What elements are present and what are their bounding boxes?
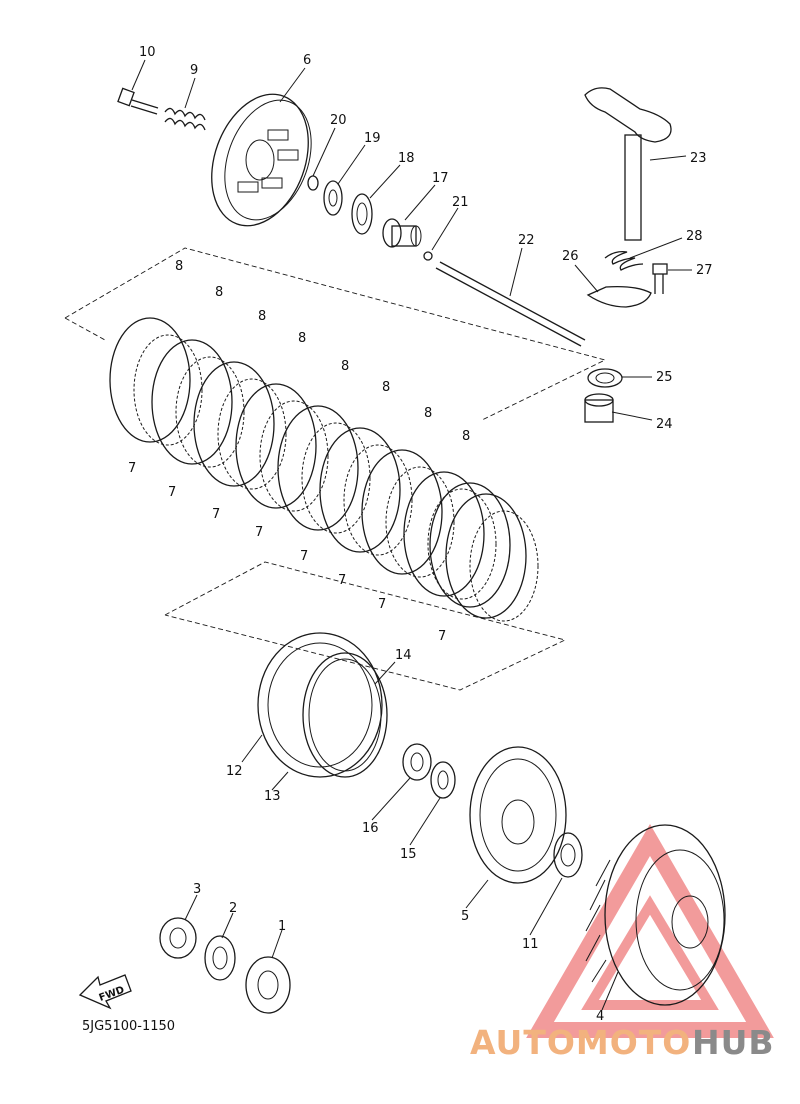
label-8-5: 8 (341, 359, 349, 374)
push-rod-22 (435, 261, 586, 347)
friction-plate-8 (403, 471, 485, 597)
label-7-4: 7 (255, 525, 263, 540)
plate-12-13 (257, 632, 383, 778)
label-27: 27 (696, 263, 713, 278)
fwd-label: FWD (98, 985, 126, 1004)
nut-16 (402, 743, 432, 781)
label-7-3: 7 (212, 507, 220, 522)
bolt-27 (652, 263, 668, 294)
watermark-text-b: HUB (692, 1023, 775, 1062)
friction-plate-6 (319, 427, 401, 553)
steel-plate-3 (217, 378, 287, 490)
ball-21 (423, 251, 433, 261)
circlip-20 (307, 175, 319, 191)
label-8-1: 8 (175, 259, 183, 274)
steel-plate-1 (133, 334, 203, 446)
thrust-washer-11 (553, 832, 583, 878)
label-12: 12 (226, 764, 243, 779)
label-15: 15 (400, 847, 417, 862)
watermark-text-a: AUTOMOTO (470, 1023, 691, 1062)
steel-plate-6 (343, 444, 413, 556)
steel-plate-8 (427, 488, 497, 600)
watermark-logo-icon (526, 824, 774, 1038)
pressure-plate-6 (211, 93, 312, 227)
label-8-2: 8 (215, 285, 223, 300)
friction-plate-1 (109, 317, 191, 443)
stack-frame-lower (164, 561, 567, 691)
friction-plate-2 (151, 339, 233, 465)
label-14: 14 (395, 648, 412, 663)
push-rod-17 (382, 218, 422, 248)
label-13: 13 (264, 789, 281, 804)
label-5: 5 (461, 909, 469, 924)
bearing-18 (351, 193, 373, 235)
label-8-4: 8 (298, 331, 306, 346)
label-8-3: 8 (258, 309, 266, 324)
clutch-housing-4 (585, 824, 726, 1006)
label-23: 23 (690, 151, 707, 166)
label-22: 22 (518, 233, 535, 248)
label-1: 1 (278, 919, 286, 934)
label-25: 25 (656, 370, 673, 385)
steel-plate-7 (385, 466, 455, 578)
label-17: 17 (432, 171, 449, 186)
leader-lines (131, 59, 692, 1011)
label-7-1: 7 (128, 461, 136, 476)
spring-9 (164, 107, 206, 131)
label-18: 18 (398, 151, 415, 166)
watermark-text: AUTOMOTO HUB (470, 1023, 775, 1062)
push-lever-23 (584, 87, 672, 241)
label-26: 26 (562, 249, 579, 264)
label-28: 28 (686, 229, 703, 244)
friction-plate-9 (445, 493, 527, 619)
friction-plate-last (429, 482, 511, 608)
label-7-8: 7 (438, 629, 446, 644)
clutch-boss-5 (469, 746, 567, 884)
label-6: 6 (303, 53, 311, 68)
label-8-7: 8 (424, 406, 432, 421)
washer-19 (323, 180, 343, 216)
bearing-1 (245, 956, 291, 1014)
stack-frame (64, 247, 607, 421)
steel-plate-4 (259, 400, 329, 512)
label-7-6: 7 (338, 573, 346, 588)
label-7-5: 7 (300, 549, 308, 564)
label-8-8: 8 (462, 429, 470, 444)
label-7-7: 7 (378, 597, 386, 612)
oil-seal-25 (587, 368, 623, 388)
label-10: 10 (139, 45, 156, 60)
label-21: 21 (452, 195, 469, 210)
friction-plate-4 (235, 383, 317, 509)
plate-26 (586, 285, 652, 308)
label-19: 19 (364, 131, 381, 146)
label-16: 16 (362, 821, 379, 836)
steel-plate-5 (301, 422, 371, 534)
label-24: 24 (656, 417, 673, 432)
label-7-2: 7 (168, 485, 176, 500)
lock-washer-15 (430, 761, 456, 799)
label-11: 11 (522, 937, 539, 952)
clutch-plates-stack (109, 317, 539, 622)
spacer-3 (159, 917, 197, 959)
friction-plate-7 (361, 449, 443, 575)
steel-plate-2 (175, 356, 245, 468)
part-labels: 10 9 6 20 19 18 17 21 22 23 28 27 26 25 … (128, 45, 713, 1024)
spring-28 (604, 250, 644, 271)
label-2: 2 (229, 901, 237, 916)
friction-plate-5 (277, 405, 359, 531)
bearing-24 (584, 393, 614, 423)
label-8-6: 8 (382, 380, 390, 395)
friction-plate-3 (193, 361, 275, 487)
label-9: 9 (190, 63, 198, 78)
cushion-ring-14 (302, 652, 388, 778)
label-3: 3 (193, 882, 201, 897)
label-20: 20 (330, 113, 347, 128)
fwd-arrow-icon: FWD (78, 974, 132, 1010)
bolt-10 (117, 87, 159, 115)
washer-2 (204, 935, 236, 981)
diagram-code: 5JG5100-1150 (82, 1019, 175, 1034)
label-4: 4 (596, 1009, 604, 1024)
